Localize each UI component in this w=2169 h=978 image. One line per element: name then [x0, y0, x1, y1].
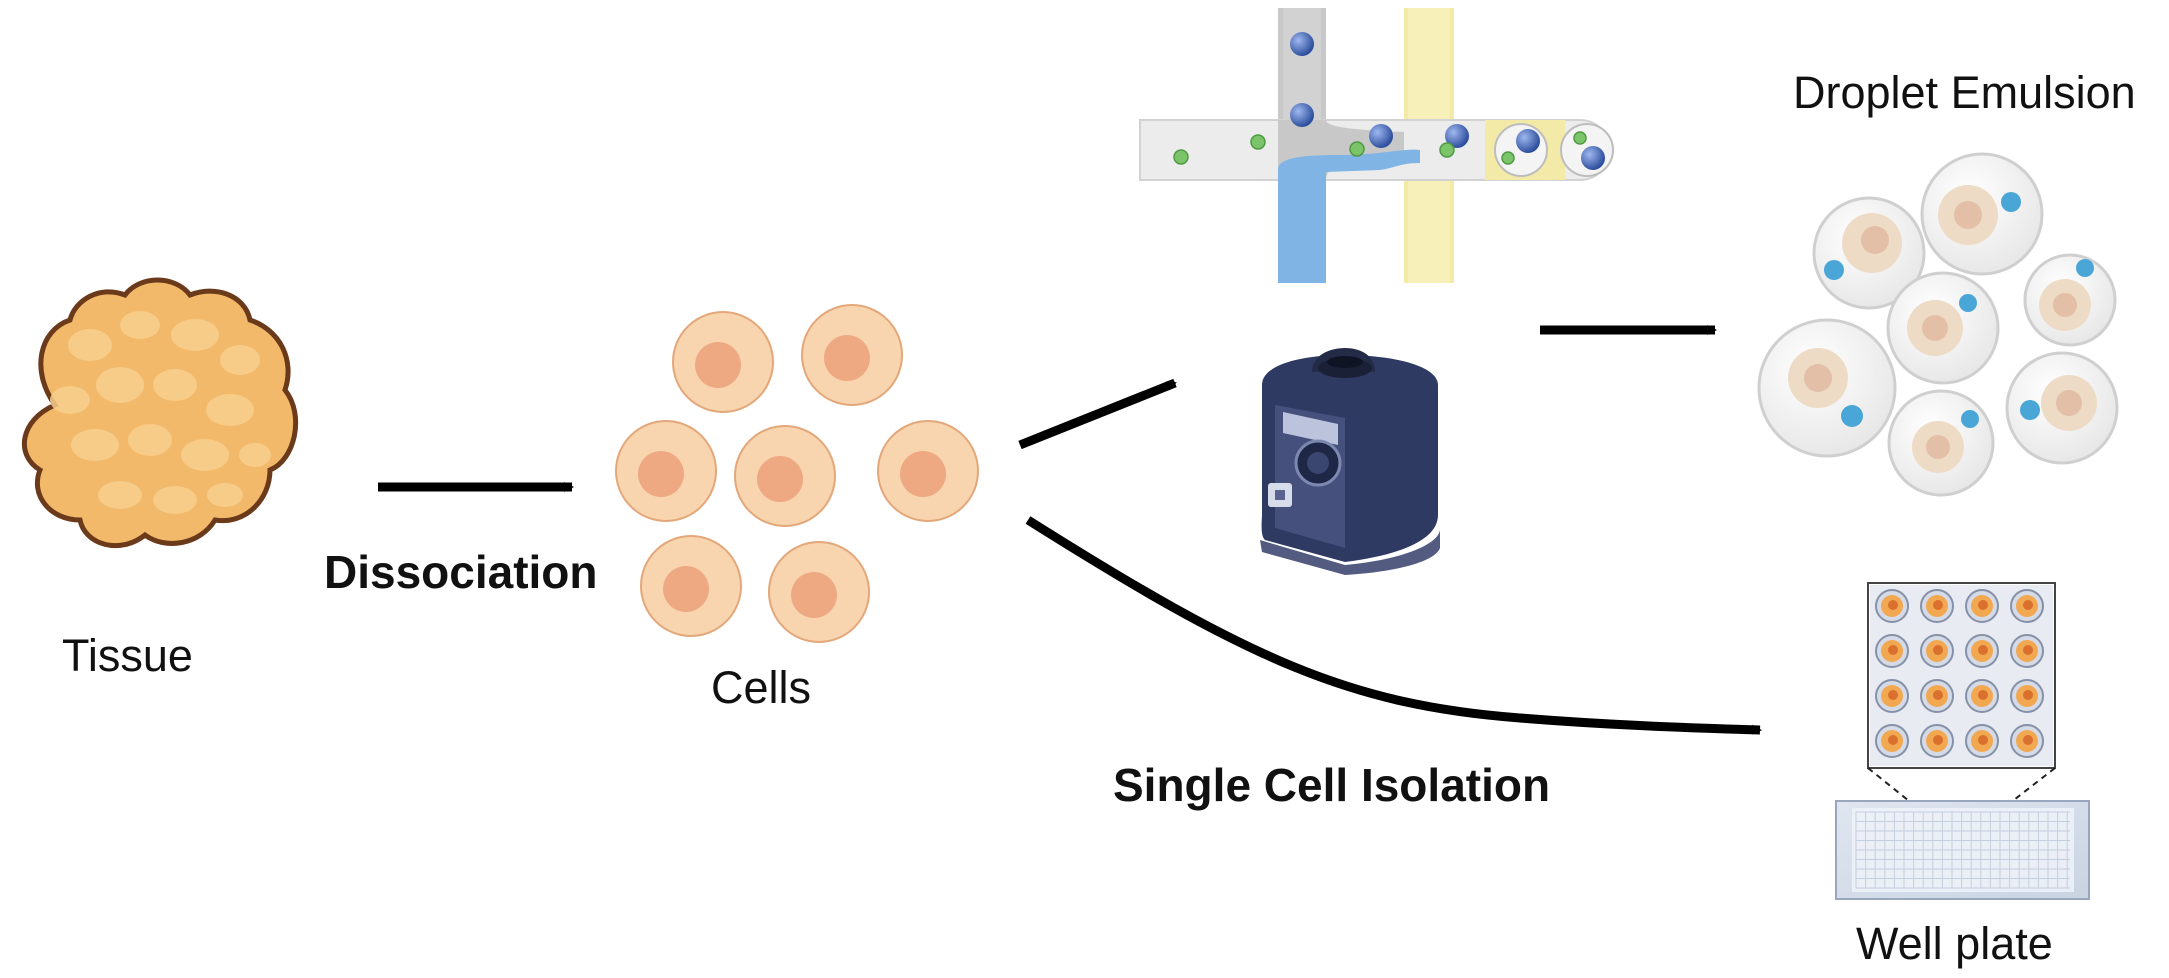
well-icon [1875, 589, 1909, 623]
well-icon [1875, 634, 1909, 668]
droplet-icon [2023, 253, 2117, 347]
well-icon [1965, 589, 1999, 623]
well-icon [2010, 589, 2044, 623]
well-icon [2010, 679, 2044, 713]
dissociation-label: Dissociation [324, 546, 598, 598]
well-icon [1920, 589, 1954, 623]
well-icon [1875, 679, 1909, 713]
well-plate-grid [1855, 811, 2070, 889]
well-icon [1875, 724, 1909, 758]
cells-label: Cells [711, 662, 812, 713]
tissue-blob-icon [22, 277, 299, 549]
well-icon [2010, 634, 2044, 668]
well-icon [1965, 679, 1999, 713]
droplet-icon [1920, 152, 2044, 276]
cell-icon [640, 535, 742, 637]
cell-icon [615, 420, 717, 522]
well-icon [2010, 724, 2044, 758]
single-cell-isolation-label: Single Cell Isolation [1113, 759, 1551, 811]
droplet-emulsion-label: Droplet Emulsion [1793, 67, 2136, 118]
well-icon [1965, 634, 1999, 668]
cells-cluster-icon [615, 304, 979, 643]
well-plate-label: Well plate [1856, 918, 2053, 969]
cell-icon [768, 541, 870, 643]
well-plate-icon [1835, 582, 2090, 900]
well-icon [1920, 634, 1954, 668]
well-icon [1920, 724, 1954, 758]
well-icon [1920, 679, 1954, 713]
cell-icon [672, 311, 774, 413]
droplet-emulsion-icon [1757, 152, 2119, 497]
vortex-mixer-icon [1260, 348, 1440, 575]
droplet-icon [2005, 351, 2119, 465]
droplet-icon [1757, 318, 1897, 458]
droplet-icon [1886, 271, 2000, 385]
well-icon [1965, 724, 1999, 758]
cell-icon [877, 420, 979, 522]
droplet-icon [1887, 389, 1995, 497]
cell-icon [734, 425, 836, 527]
well-grid [1875, 589, 2044, 758]
tissue-label: Tissue [62, 630, 193, 681]
microfluidic-chip-icon [1139, 8, 1614, 283]
isolation-branch-arrow [1025, 516, 1762, 735]
cell-icon [801, 304, 903, 406]
droplet-icon [1812, 196, 1926, 310]
droplet-branch-arrow [1018, 378, 1177, 450]
